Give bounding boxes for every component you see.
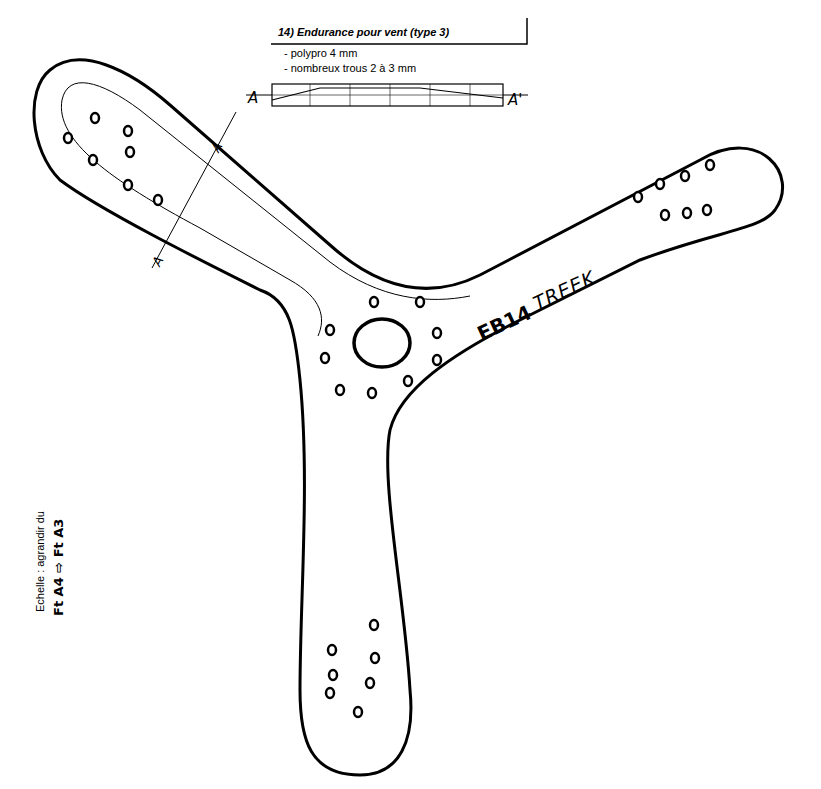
hole [433, 355, 441, 365]
hole [89, 155, 97, 165]
hole [681, 171, 689, 181]
holes [64, 113, 714, 717]
hole [354, 707, 362, 717]
hole [368, 388, 376, 398]
section-mark: A' [508, 92, 522, 109]
hole [126, 147, 134, 157]
hole [683, 208, 691, 218]
hole [366, 678, 374, 688]
hole [328, 645, 336, 655]
hole [370, 297, 378, 307]
hole [371, 653, 379, 663]
title: 14) Endurance pour vent (type 3) [278, 26, 449, 38]
hole [656, 179, 664, 189]
boomerang-outline [34, 60, 783, 775]
scale-note: Echelle : agrandir du [34, 511, 46, 612]
note: - nombreux trous 2 à 3 mm [284, 62, 416, 74]
hole [91, 113, 99, 123]
hole [321, 353, 329, 363]
hole [329, 670, 337, 680]
section-line [152, 112, 236, 268]
cross-section [246, 84, 528, 106]
title-frame [271, 18, 527, 44]
scale-note: Ft A4 ⇨ Ft A3 [52, 519, 66, 616]
hole [433, 328, 441, 338]
hole [706, 160, 714, 170]
hole [634, 192, 642, 202]
central-hole [354, 319, 410, 367]
hole [336, 385, 344, 395]
hole [404, 376, 412, 386]
hole [154, 195, 162, 205]
hole [661, 210, 669, 220]
hole [326, 325, 334, 335]
note: - polypro 4 mm [284, 47, 357, 59]
hole [124, 180, 132, 190]
hole [703, 205, 711, 215]
hole [326, 688, 334, 698]
hole [416, 297, 424, 307]
hole [124, 126, 132, 136]
hole [370, 620, 378, 630]
bevel-line [62, 83, 470, 300]
section-mark: A [248, 90, 258, 107]
bevel-line [61, 100, 321, 336]
hole [64, 133, 72, 143]
